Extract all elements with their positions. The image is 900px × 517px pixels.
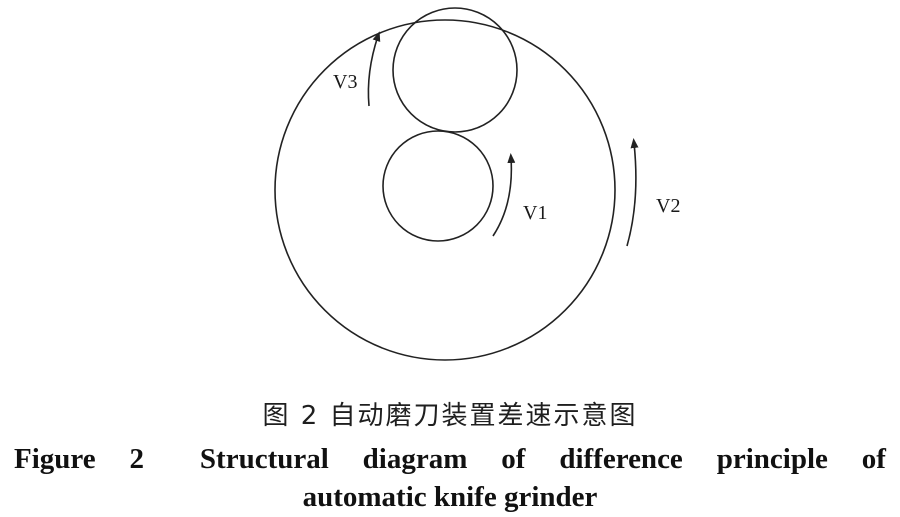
caption-word: Figure <box>14 443 96 475</box>
v1-label: V1 <box>523 202 547 224</box>
v2-label: V2 <box>656 195 680 217</box>
outer-wheel <box>274 19 616 361</box>
caption-word: difference <box>559 443 683 475</box>
caption-word: of <box>501 443 526 475</box>
caption-word: 2 <box>129 443 145 475</box>
v3-label: V3 <box>333 71 357 93</box>
v2-arrow <box>626 138 639 247</box>
caption-chinese: 图 2 自动磨刀装置差速示意图 <box>262 401 638 431</box>
caption-word: Structural <box>199 443 329 475</box>
grinder-diagram: V3 V1 V2 <box>274 7 680 361</box>
caption-english-line1: Figure 2 Structural diagram of differenc… <box>14 440 886 478</box>
upper-small-wheel <box>392 7 518 133</box>
v1-arrow <box>492 153 516 237</box>
v3-arrow <box>367 31 381 107</box>
caption-word: principle <box>716 443 828 475</box>
caption-word: diagram <box>362 443 468 475</box>
caption-english: Figure 2 Structural diagram of differenc… <box>14 440 886 516</box>
caption-word: of <box>861 443 886 475</box>
lower-small-wheel <box>382 130 494 242</box>
caption-english-line2: automatic knife grinder <box>302 481 598 513</box>
